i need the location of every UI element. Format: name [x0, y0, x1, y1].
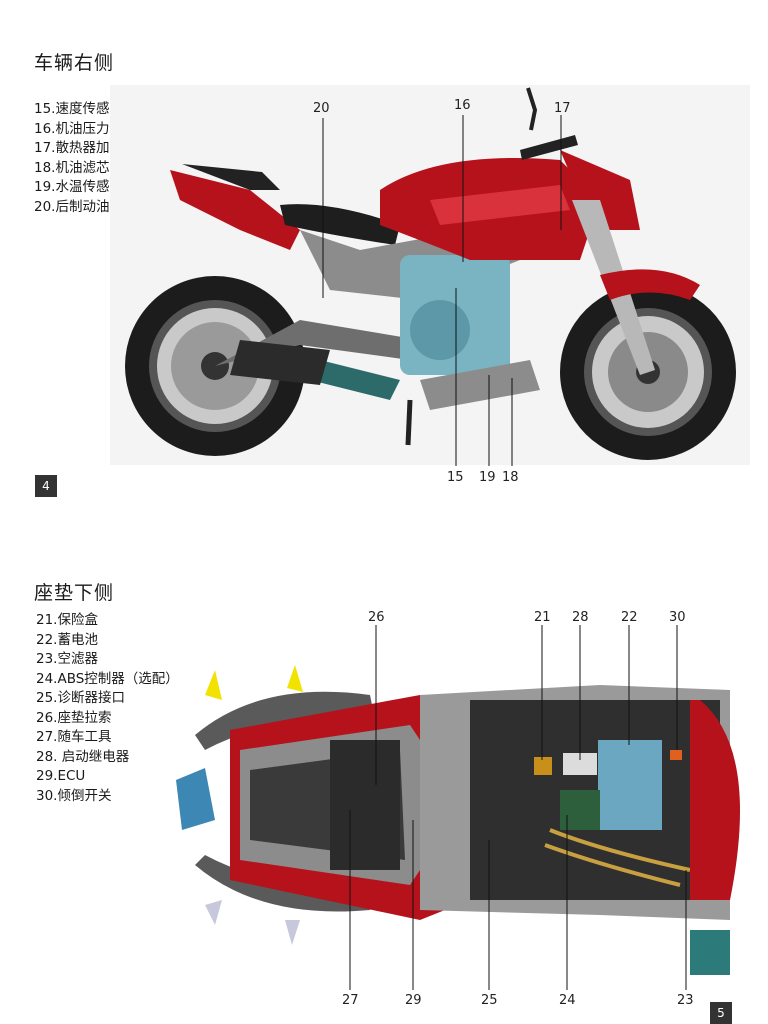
legend-right-side: 15.速度传感器 16.机油压力传感器 17.散热器加水 18.机油滤芯 19.…	[34, 100, 150, 217]
page-number: 4	[35, 475, 57, 497]
callout-number: 23	[677, 993, 694, 1008]
legend-item: 22.蓄电池	[36, 631, 98, 648]
callout-number: 18	[502, 470, 519, 485]
callout-number: 27	[342, 993, 359, 1008]
motorcycle-right-side-illustration	[110, 85, 750, 466]
page-number: 5	[710, 1002, 732, 1024]
legend-item: 29.ECU	[36, 768, 86, 784]
legend-item: 28. 启动继电器	[36, 748, 130, 765]
legend-item: 20.后制动油杯	[34, 198, 123, 215]
legend-item: 15.速度传感器	[34, 101, 123, 117]
callout-number: 22	[621, 610, 638, 625]
legend-item: 24.ABS控制器（选配）	[36, 670, 179, 687]
callout-number: 24	[559, 993, 576, 1008]
callout-number: 25	[481, 993, 498, 1008]
callout-number: 26	[368, 610, 385, 625]
legend-item: 21.保险盒	[36, 612, 98, 628]
legend-item: 17.散热器加水	[34, 140, 123, 156]
callout-number: 30	[669, 610, 686, 625]
callout-number: 21	[534, 610, 551, 625]
under-seat-illustration	[176, 625, 740, 990]
legend-item: 27.随车工具	[36, 729, 112, 745]
section-title-right-side: 车辆右侧	[34, 52, 115, 74]
callout-number: 29	[405, 993, 422, 1008]
legend-item: 19.水温传感器	[34, 179, 123, 195]
callout-number: 19	[479, 470, 496, 485]
legend-item: 23.空滤器	[36, 651, 98, 667]
legend-item: 25.诊断器接口	[36, 690, 125, 706]
legend-item: 26.座垫拉索	[36, 709, 112, 726]
section-title-under-seat: 座垫下侧	[34, 582, 115, 604]
legend-item: 30.倾倒开关	[36, 787, 112, 804]
legend-item: 18.机油滤芯	[34, 159, 110, 176]
callout-number: 16	[454, 98, 471, 113]
callout-number: 20	[313, 101, 330, 116]
callout-number: 28	[572, 610, 589, 625]
callout-number: 17	[554, 101, 571, 116]
callout-number: 15	[447, 470, 464, 485]
legend-under-seat: 21.保险盒 22.蓄电池 23.空滤器 24.ABS控制器（选配） 25.诊断…	[36, 611, 179, 806]
